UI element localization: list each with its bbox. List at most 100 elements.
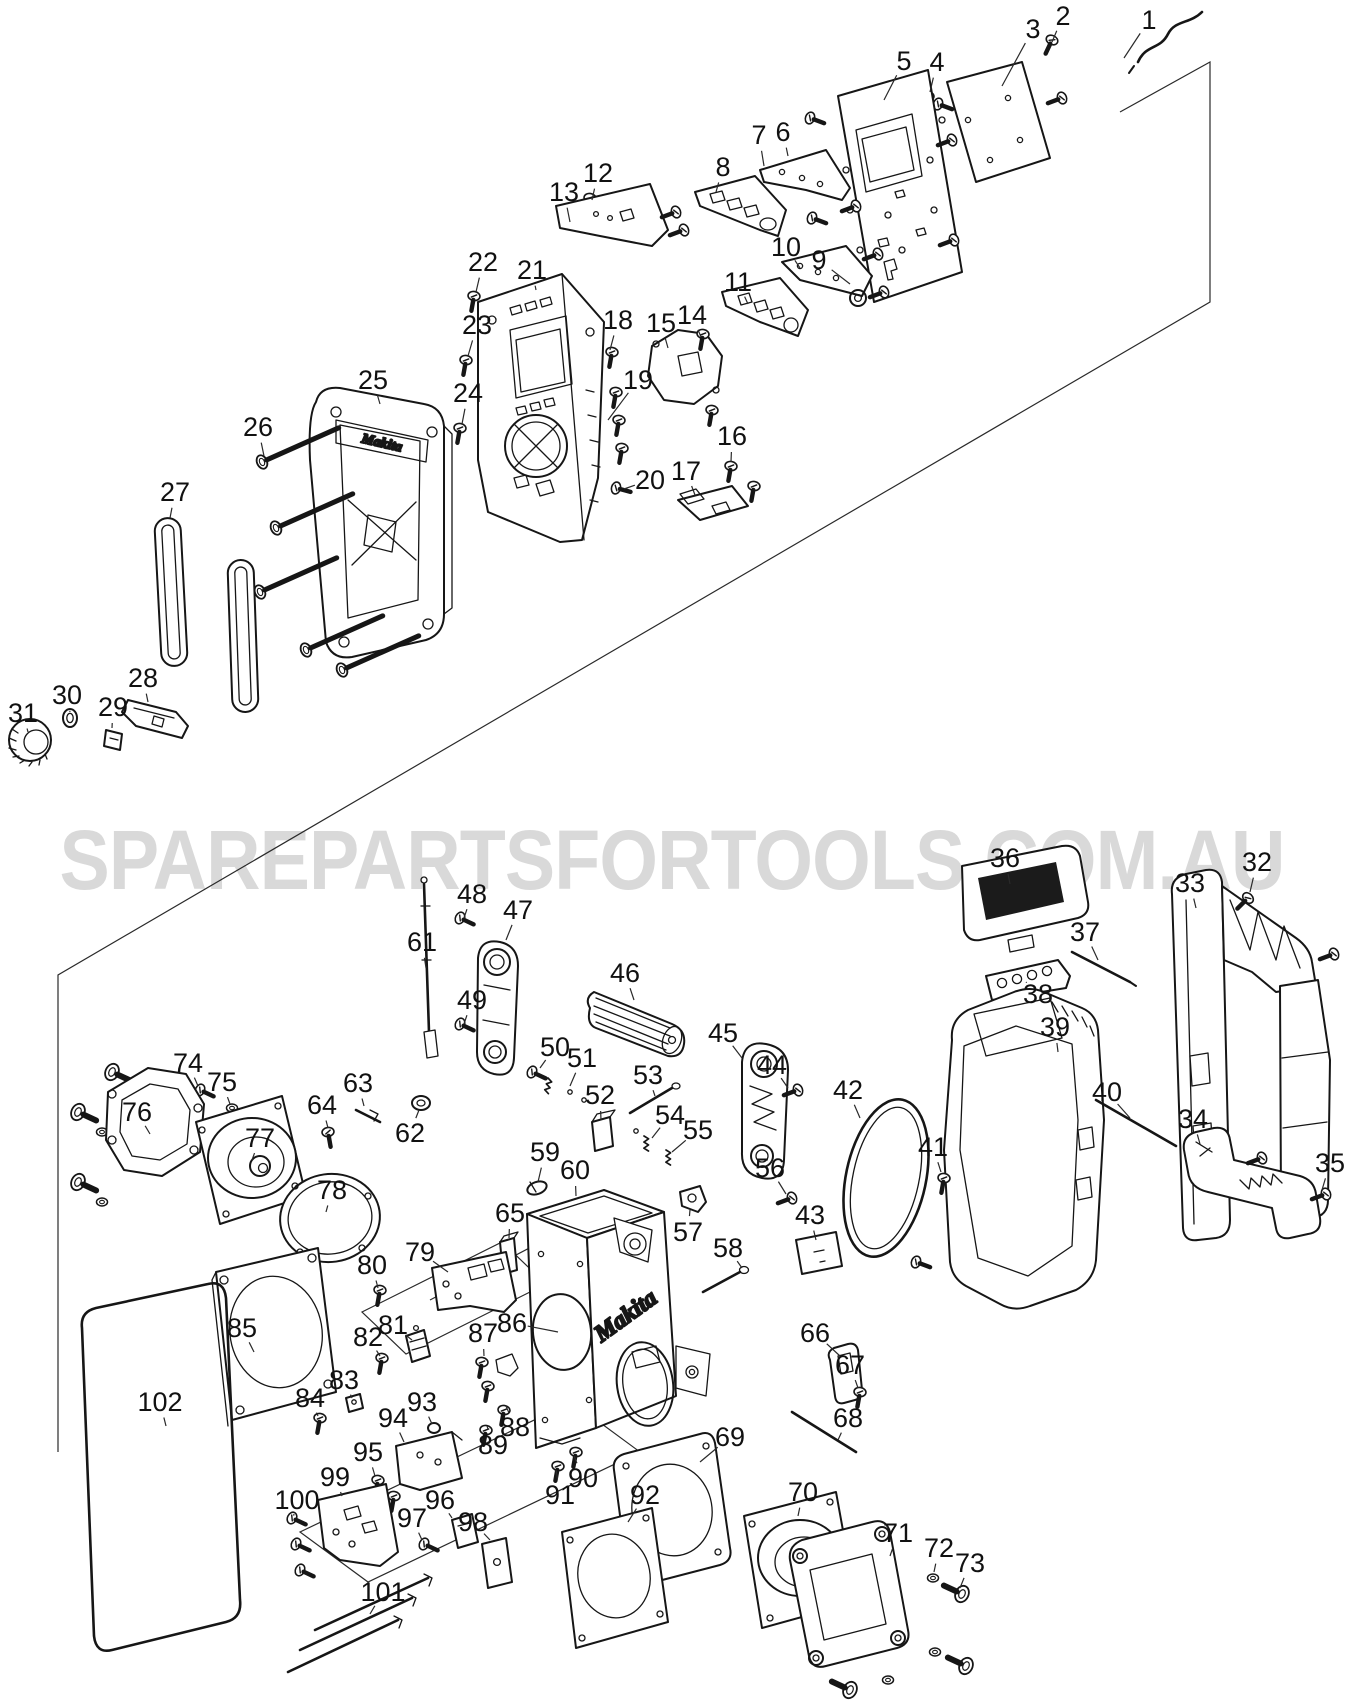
part-label-74: 74 <box>173 1048 203 1078</box>
watermark-text: SPAREPARTSFORTOOLS.COM.AU <box>60 813 1285 907</box>
leader-line-33 <box>1193 898 1197 909</box>
leader-line-36 <box>1007 873 1011 885</box>
part-38-button-strip <box>985 959 1071 1001</box>
part-3-rear-plate <box>932 61 1069 183</box>
part-1-antenna-wire <box>1128 10 1204 74</box>
leader-line-22 <box>475 277 480 293</box>
leader-line-74 <box>193 1077 199 1087</box>
part-label-73: 73 <box>955 1548 985 1578</box>
part-label-20: 20 <box>635 465 665 495</box>
leader-line-46 <box>629 987 635 1001</box>
part-label-24: 24 <box>453 378 483 408</box>
part-label-101: 101 <box>360 1577 405 1607</box>
part-17-bar <box>677 485 749 521</box>
part-label-88: 88 <box>500 1412 530 1442</box>
part-45-side-bracket <box>740 1042 789 1180</box>
part-36-top-cover <box>961 844 1090 953</box>
leader-line-26 <box>260 442 265 457</box>
part-101-cable-ties <box>286 1573 433 1674</box>
part-100-screws <box>285 1511 316 1582</box>
part-label-52: 52 <box>585 1080 615 1110</box>
part-label-100: 100 <box>274 1485 319 1515</box>
part-label-54: 54 <box>655 1100 685 1130</box>
part-label-94: 94 <box>378 1403 408 1433</box>
part-label-19: 19 <box>623 365 653 395</box>
part-label-98: 98 <box>458 1507 488 1537</box>
part-label-70: 70 <box>788 1477 818 1507</box>
leader-line-1 <box>1123 33 1141 59</box>
leader-line-17 <box>691 485 696 496</box>
part-label-60: 60 <box>560 1155 590 1185</box>
part-label-43: 43 <box>795 1200 825 1230</box>
part-27-handles <box>153 517 260 713</box>
part-label-36: 36 <box>990 843 1020 873</box>
part-label-45: 45 <box>708 1018 738 1048</box>
part-label-2: 2 <box>1055 1 1070 31</box>
part-label-37: 37 <box>1070 917 1100 947</box>
part-54-55-springs <box>633 1128 674 1167</box>
part-label-50: 50 <box>540 1032 570 1062</box>
part-label-10: 10 <box>771 232 801 262</box>
part-76-speaker-frame <box>105 1067 205 1177</box>
leader-line-90 <box>573 1455 578 1464</box>
part-label-16: 16 <box>717 421 747 451</box>
part-15-gasket <box>647 329 723 426</box>
part-label-81: 81 <box>378 1310 408 1340</box>
leader-line-71 <box>889 1547 894 1557</box>
part-label-14: 14 <box>677 300 707 330</box>
leader-line-69 <box>699 1446 719 1463</box>
leader-line-19 <box>607 392 629 421</box>
leader-line-35 <box>1321 1178 1327 1191</box>
part-48-screw <box>453 911 476 930</box>
leader-line-9 <box>831 269 851 285</box>
part-label-102: 102 <box>137 1387 182 1417</box>
part-label-46: 46 <box>610 958 640 988</box>
part-label-34: 34 <box>1178 1104 1208 1134</box>
part-label-39: 39 <box>1040 1012 1070 1042</box>
leader-line-70 <box>797 1507 801 1517</box>
part-40-rod <box>1094 1098 1178 1148</box>
part-96-block <box>451 1513 479 1549</box>
part-label-44: 44 <box>757 1050 787 1080</box>
part-43-plate <box>795 1231 843 1275</box>
leader-line-101 <box>369 1605 376 1615</box>
part-62-nut <box>411 1095 431 1111</box>
part-label-72: 72 <box>924 1533 954 1563</box>
part-98-plate <box>481 1537 513 1589</box>
part-label-56: 56 <box>755 1153 785 1183</box>
part-81-bracket <box>405 1324 431 1363</box>
part-label-35: 35 <box>1315 1148 1345 1178</box>
leader-line-51 <box>569 1072 577 1087</box>
leader-line-38 <box>1025 981 1028 984</box>
part-label-71: 71 <box>883 1518 913 1548</box>
leader-line-50 <box>539 1059 547 1069</box>
part-label-78: 78 <box>317 1175 347 1205</box>
leader-line-34 <box>1196 1134 1201 1145</box>
part-label-5: 5 <box>896 46 911 76</box>
part-label-97: 97 <box>397 1503 427 1533</box>
part-label-82: 82 <box>353 1322 383 1352</box>
leader-line-89 <box>486 1425 489 1430</box>
leader-line-32 <box>1249 877 1254 893</box>
leader-line-12 <box>591 188 596 201</box>
leader-line-2 <box>1051 30 1058 43</box>
leader-line-47 <box>505 924 513 941</box>
leader-line-59 <box>537 1167 542 1183</box>
part-label-40: 40 <box>1092 1077 1122 1107</box>
part-label-83: 83 <box>329 1365 359 1395</box>
part-label-68: 68 <box>833 1403 863 1433</box>
part-label-67: 67 <box>835 1350 865 1380</box>
part-label-64: 64 <box>307 1090 337 1120</box>
part-label-21: 21 <box>517 255 547 285</box>
leader-line-14 <box>697 329 702 338</box>
part-64-screw <box>321 1127 336 1148</box>
part-63-pin <box>354 1108 382 1124</box>
part-84-screw <box>311 1413 326 1434</box>
part-label-23: 23 <box>462 310 492 340</box>
part-label-75: 75 <box>207 1067 237 1097</box>
leader-line-44 <box>780 1077 789 1089</box>
leader-line-31 <box>26 728 29 733</box>
part-52-cushion <box>591 1109 616 1152</box>
leader-line-64 <box>325 1120 329 1129</box>
